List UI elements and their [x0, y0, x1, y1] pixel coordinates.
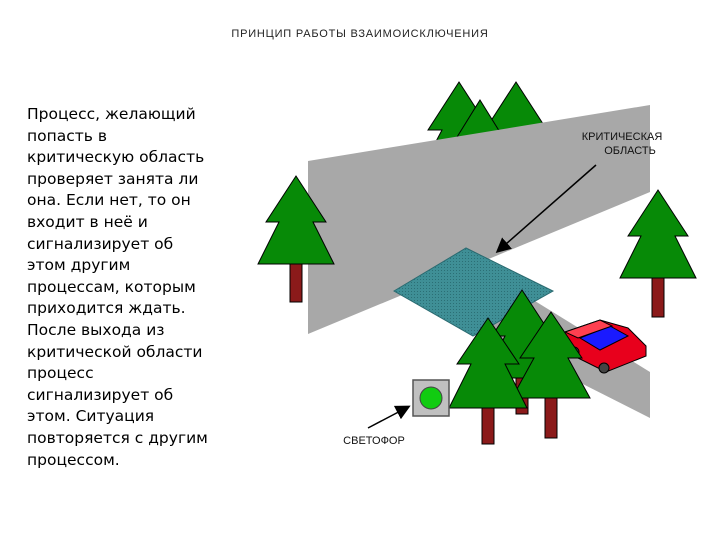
text-line: Процесс, желающий — [27, 105, 196, 123]
text-line: она. Если нет, то он — [27, 191, 191, 210]
arrow-to-traffic-light — [367, 405, 411, 429]
text-line: входит в неё и — [27, 212, 148, 231]
critical-area-label-line2: ОБЛАСТЬ — [604, 145, 656, 157]
text-line: этом. Ситуация — [27, 407, 155, 426]
traffic-light-label: СВЕТОФОР — [343, 435, 405, 447]
text-line: процесс — [27, 364, 94, 383]
tree — [448, 317, 528, 445]
text-line: После выхода из — [27, 320, 165, 339]
critical-area-label-line1: КРИТИЧЕСКАЯ — [582, 131, 663, 143]
green-signal-icon — [419, 386, 443, 410]
text-line: сигнализирует об — [27, 385, 174, 404]
text-line: сигнализирует об — [27, 234, 174, 253]
tree — [619, 189, 697, 318]
text-line: критическую область — [27, 148, 205, 167]
description-text: Процесс, желающий попасть в критическую … — [27, 104, 257, 471]
text-line: процессам, которым — [27, 277, 196, 296]
text-line: приходится ждать. — [27, 299, 186, 318]
critical-area — [393, 247, 555, 337]
car — [563, 319, 647, 374]
text-line: попасть в — [27, 126, 107, 145]
text-line: проверяет занята ли — [27, 169, 199, 188]
arrow-to-critical-area — [495, 164, 597, 253]
tree — [257, 175, 335, 303]
text-line: повторяется с другим — [27, 428, 208, 447]
slide-title: ПРИНЦИП РАБОТЫ ВЗАИМОИСКЛЮЧЕНИЯ — [231, 28, 489, 40]
text-line: процессом. — [27, 450, 120, 469]
text-line: этом другим — [27, 256, 131, 275]
traffic-light — [412, 379, 450, 417]
tree — [511, 311, 591, 439]
text-line: критической области — [27, 342, 203, 361]
